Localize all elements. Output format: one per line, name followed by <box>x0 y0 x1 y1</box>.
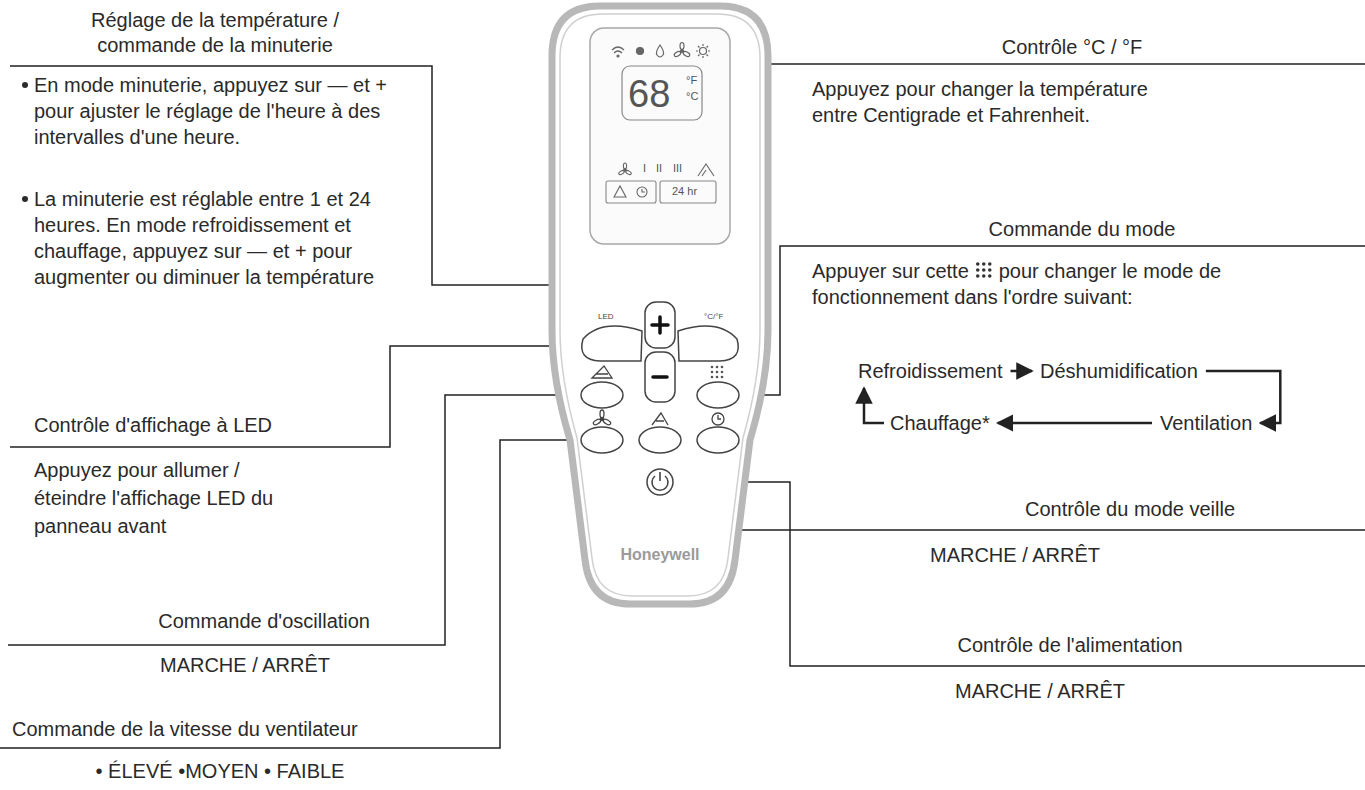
icon-dot <box>988 262 992 266</box>
leader-line <box>675 482 1365 666</box>
speed-mark: III <box>673 162 682 175</box>
callout-text: MARCHE / ARRÊT <box>930 678 1150 704</box>
callout-text: Appuyez pour allumer / éteindre l'affich… <box>34 456 304 540</box>
callout-title: Contrôle d'affichage à LED <box>34 412 272 438</box>
callout-text: La minuterie est réglable entre 1 et 24 … <box>34 186 414 290</box>
speed-icons <box>618 163 714 176</box>
mode-name: Refroidissement <box>858 358 1003 384</box>
mode-name: Chauffage* <box>890 410 990 436</box>
sleep-button <box>639 427 681 453</box>
brand-name: Honeywell <box>595 545 725 565</box>
icon-dot <box>976 268 980 272</box>
lcd-box-icons <box>614 186 647 197</box>
cycle-arrow <box>998 422 1152 425</box>
lcd-window <box>622 66 702 120</box>
cycle-arrow <box>864 388 884 423</box>
status-icons <box>612 43 710 59</box>
plus-minus-signs <box>652 317 668 377</box>
button-label: °C/°F <box>704 312 723 322</box>
remote-housing <box>552 6 768 604</box>
mode-icon-inline <box>976 262 992 278</box>
speed-mark: II <box>656 162 662 175</box>
callout-title: Commande du mode <box>812 216 1352 242</box>
cycle-arrow <box>1011 370 1032 373</box>
icon-dot <box>982 262 986 266</box>
unit-symbol: °C <box>686 90 698 103</box>
button-label: LED <box>598 312 614 322</box>
bullet-dot <box>22 196 28 202</box>
leader-line <box>739 246 1365 395</box>
plus-button <box>645 302 675 348</box>
mode-button <box>697 382 739 408</box>
leader-line <box>741 64 1365 344</box>
icon-dot <box>988 274 992 278</box>
leader-line <box>0 440 580 748</box>
icon-dot <box>976 262 980 266</box>
leader-line <box>10 346 581 447</box>
remote-control <box>552 6 768 604</box>
display-panel <box>590 28 730 244</box>
buttons <box>581 302 739 495</box>
callout-text: MARCHE / ARRÊT <box>60 652 430 678</box>
callout-text: En mode minuterie, appuyez sur — et + po… <box>34 72 424 150</box>
leader-line <box>8 395 581 645</box>
timer-button <box>697 427 739 453</box>
callout-title: Contrôle de l'alimentation <box>820 632 1320 658</box>
speed-mark: I <box>643 162 646 175</box>
icon-dot <box>988 268 992 272</box>
leader-line <box>643 450 1365 530</box>
icon-dot <box>982 268 986 272</box>
callout-text: Appuyer sur cette <box>812 258 969 284</box>
callout-title: Commande d'oscillation <box>60 608 370 634</box>
callout-text: Appuyez pour changer la température entr… <box>812 76 1172 128</box>
oscillation-button <box>581 382 623 408</box>
led-button <box>582 326 642 361</box>
callout-text: • ÉLEVÉ •MOYEN • FAIBLE <box>60 758 380 784</box>
remote-housing-inner <box>560 14 760 596</box>
unit-button <box>678 326 738 361</box>
callout-title: Contrôle °C / °F <box>812 34 1332 60</box>
callout-title: Réglage de la température / commande de … <box>70 8 360 58</box>
bullet-dot <box>22 82 28 88</box>
icon-dot <box>976 274 980 278</box>
mode-icon <box>711 366 724 379</box>
lcd-box <box>660 181 716 203</box>
timer-readout: 24 hr <box>672 185 697 198</box>
icon-dot <box>982 274 986 278</box>
button-icons <box>592 366 724 490</box>
display-digits: 68 <box>628 72 670 116</box>
fan-button <box>581 427 623 453</box>
mode-name: Ventilation <box>1160 410 1252 436</box>
callout-text: MARCHE / ARRÊT <box>900 542 1130 568</box>
lcd-box <box>606 181 656 203</box>
mode-name: Déshumidification <box>1040 358 1198 384</box>
unit-symbol: °F <box>686 74 697 87</box>
minus-button <box>645 352 675 402</box>
callout-text: pour changer le mode de fonctionnement d… <box>812 258 1322 310</box>
callout-title: Commande de la vitesse du ventilateur <box>12 716 358 742</box>
power-button <box>647 469 673 495</box>
callout-title: Contrôle du mode veille <box>900 496 1360 522</box>
